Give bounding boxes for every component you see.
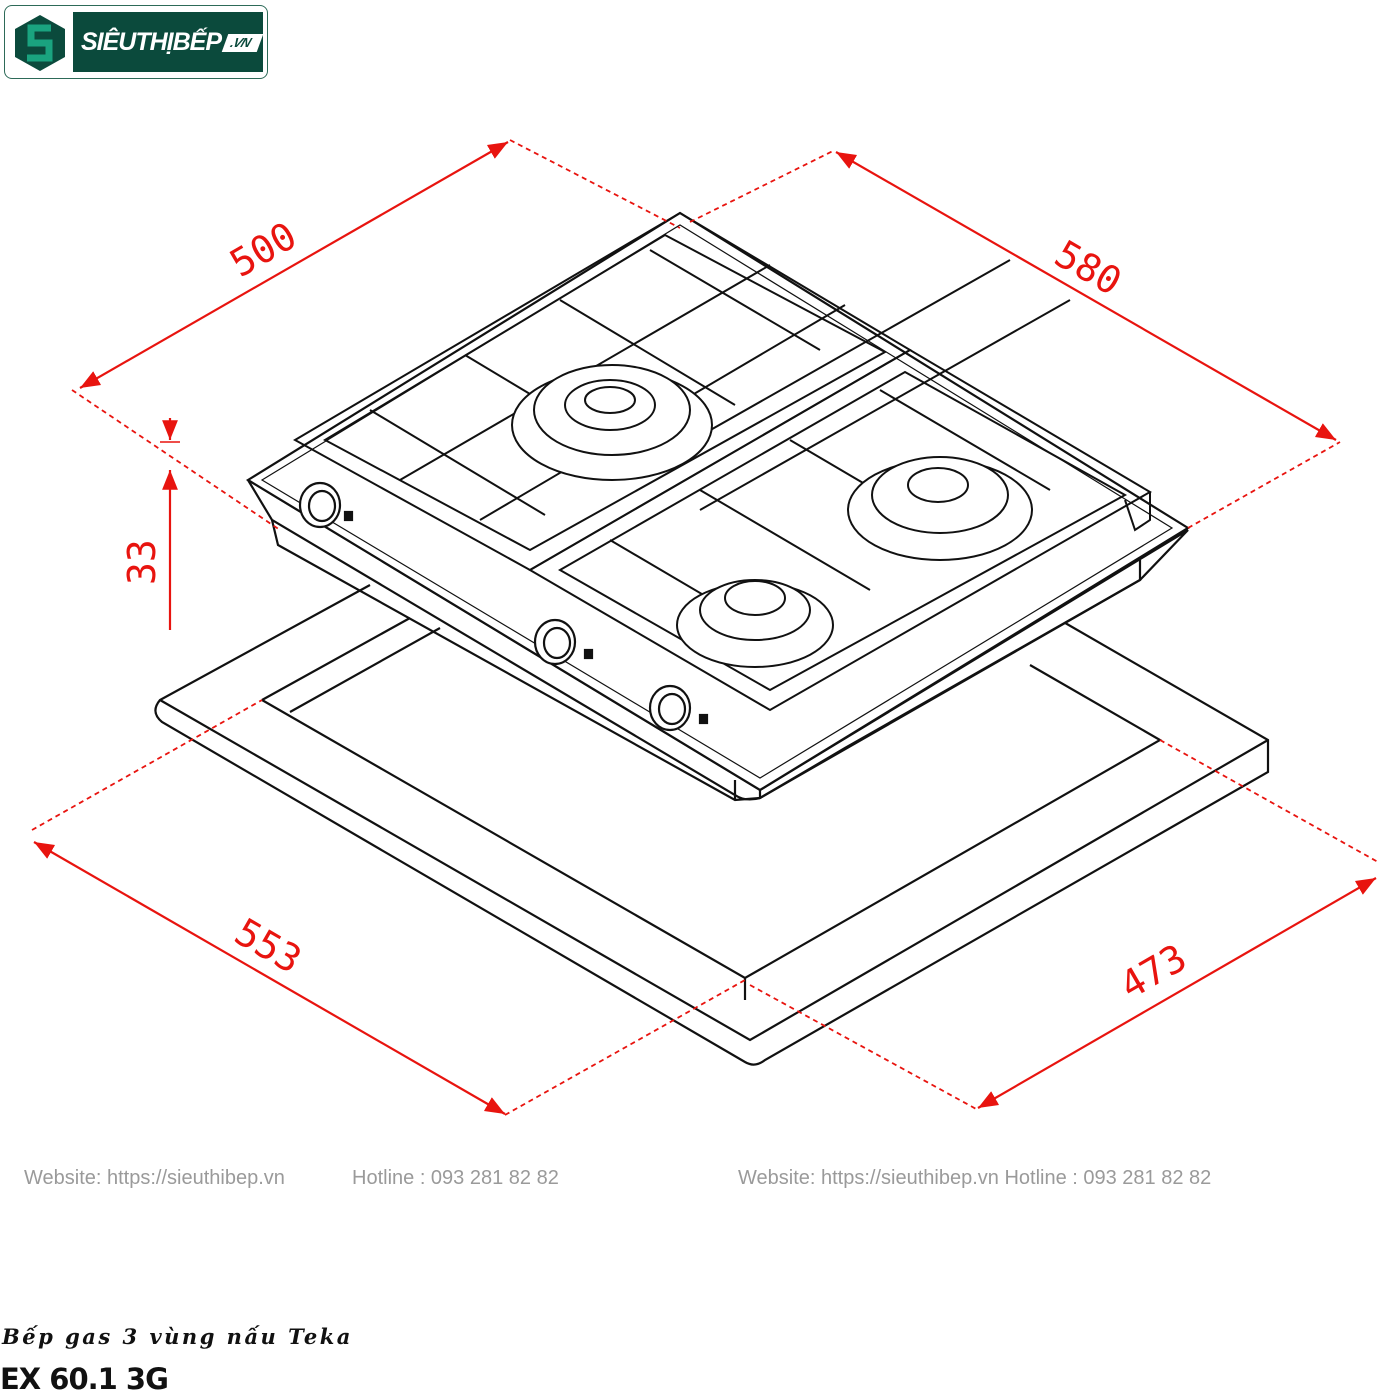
watermark-hotline: Hotline : 093 281 82 82 xyxy=(352,1167,559,1189)
burners xyxy=(511,364,1033,668)
knob-2[interactable] xyxy=(533,618,594,666)
watermark-website: Website: https://sieuthibep.vn xyxy=(24,1167,285,1189)
burner-small xyxy=(676,579,834,668)
control-knobs xyxy=(298,481,709,732)
dim-473-label: 473 xyxy=(1113,935,1194,1007)
dim-500-label: 500 xyxy=(223,213,304,285)
product-subtitle: Bếp gas 3 vùng nấu Teka xyxy=(2,1324,353,1349)
burner-large xyxy=(511,364,713,481)
dim-473-line xyxy=(977,877,1377,1109)
logo-wordmark: SIÊUTHỊBẾP.VN xyxy=(73,12,263,72)
dim-580-label: 580 xyxy=(1048,232,1129,304)
dim-33-label: 33 xyxy=(120,539,164,585)
dim-553-line xyxy=(33,841,506,1115)
dim-553-label: 553 xyxy=(228,910,309,982)
logo-s-icon xyxy=(15,15,65,71)
knob-1[interactable] xyxy=(298,481,354,529)
watermark-combined: Website: https://sieuthibep.vn Hotline :… xyxy=(738,1167,1212,1189)
knob-3[interactable] xyxy=(648,684,709,732)
brand-logo[interactable]: SIÊUTHỊBẾP.VN xyxy=(4,5,268,79)
burner-medium xyxy=(847,456,1033,561)
dim-500-line xyxy=(79,141,509,389)
cutout-frame xyxy=(154,584,1270,1066)
product-model: EX 60.1 3G xyxy=(0,1362,169,1396)
hob-body xyxy=(245,211,1191,802)
dim-580-line xyxy=(835,151,1337,441)
dimension-lines xyxy=(31,139,1379,1116)
